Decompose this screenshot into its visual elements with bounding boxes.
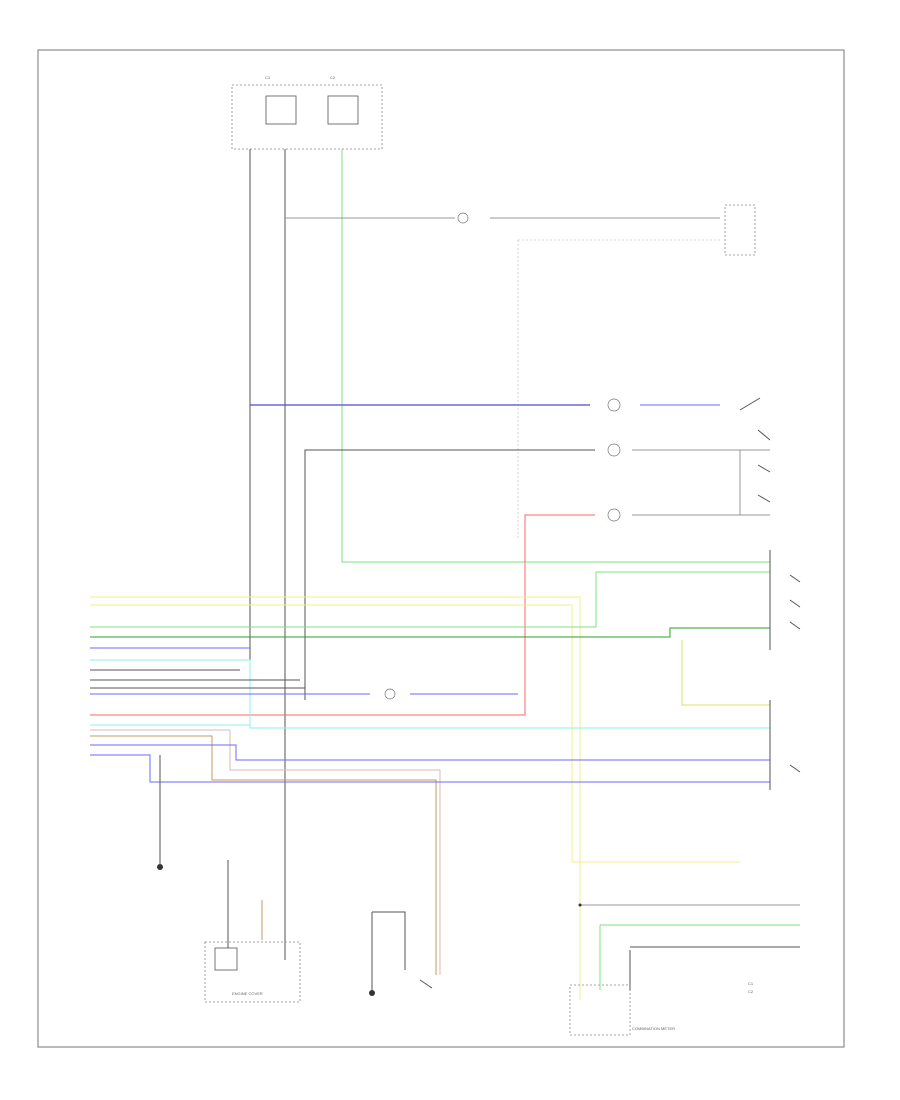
- meter-splice-dot: [578, 903, 582, 907]
- switch-contact-1: [739, 397, 761, 411]
- top-module: C1 C2: [231, 75, 383, 150]
- top-module-fuse-left: [265, 95, 297, 125]
- combination-meter-label: COMBINATION METER: [632, 1026, 675, 1031]
- wire-top-green: [341, 149, 770, 563]
- combination-meter-box: [569, 984, 631, 1036]
- right-switch-module: [769, 550, 801, 790]
- engine-cover-box: [204, 941, 301, 1003]
- switch-contact-4: [757, 494, 771, 503]
- upper-right-sensor-box: [724, 204, 756, 256]
- right-switch-2: [789, 599, 801, 608]
- clutch-switch-contact: [419, 979, 433, 989]
- right-switch-1: [789, 574, 801, 583]
- wire-blue-4: [90, 754, 770, 783]
- wire-black-mid: [304, 449, 595, 700]
- diagram-frame: [37, 49, 845, 1048]
- mid-splice: [384, 688, 396, 700]
- switch-contacts: [739, 397, 771, 503]
- wire-yellow-1: [90, 596, 581, 1000]
- ground-dot-left: [157, 864, 163, 870]
- wire-upper-gray: [517, 239, 720, 540]
- engine-cover-component: ENGINE COVER: [204, 860, 301, 1003]
- switch-contact-2: [757, 429, 771, 441]
- wire-red: [90, 514, 595, 716]
- wire-green-2: [90, 627, 770, 638]
- wire-yellow-loop: [681, 640, 770, 706]
- right-switch-4: [789, 764, 801, 773]
- right-switch-3: [789, 621, 801, 630]
- wire-brown: [90, 735, 437, 975]
- upper-splice-circle: [457, 212, 469, 224]
- combination-meter-component: COMBINATION METER C1 C2: [569, 904, 800, 1036]
- clutch-switch-component: [369, 911, 433, 996]
- meter-wire-green: [599, 924, 800, 990]
- wire-blue-3: [90, 744, 770, 761]
- right-c2-label: C2: [748, 989, 754, 994]
- top-module-c1-label: C1: [265, 75, 271, 80]
- left-connector: [90, 571, 770, 1000]
- clutch-switch-frame: [371, 911, 406, 990]
- clutch-switch-ground: [369, 990, 375, 996]
- engine-cover-label: ENGINE COVER: [232, 991, 263, 996]
- switch-splice-2: [607, 443, 621, 457]
- wire-yellow-2: [90, 604, 740, 863]
- right-c1-label: C1: [748, 981, 754, 986]
- upper-splice: [457, 212, 469, 224]
- wire-pink: [90, 729, 441, 975]
- engine-cover-sensor: [214, 947, 238, 971]
- top-module-c2-label: C2: [330, 75, 336, 80]
- top-module-box: [231, 84, 383, 150]
- wire-green-1: [90, 571, 770, 628]
- switch-splice-1: [607, 398, 621, 412]
- switch-splice-3: [607, 508, 621, 522]
- top-module-fuse-right: [327, 95, 359, 125]
- switch-contact-3: [757, 464, 771, 473]
